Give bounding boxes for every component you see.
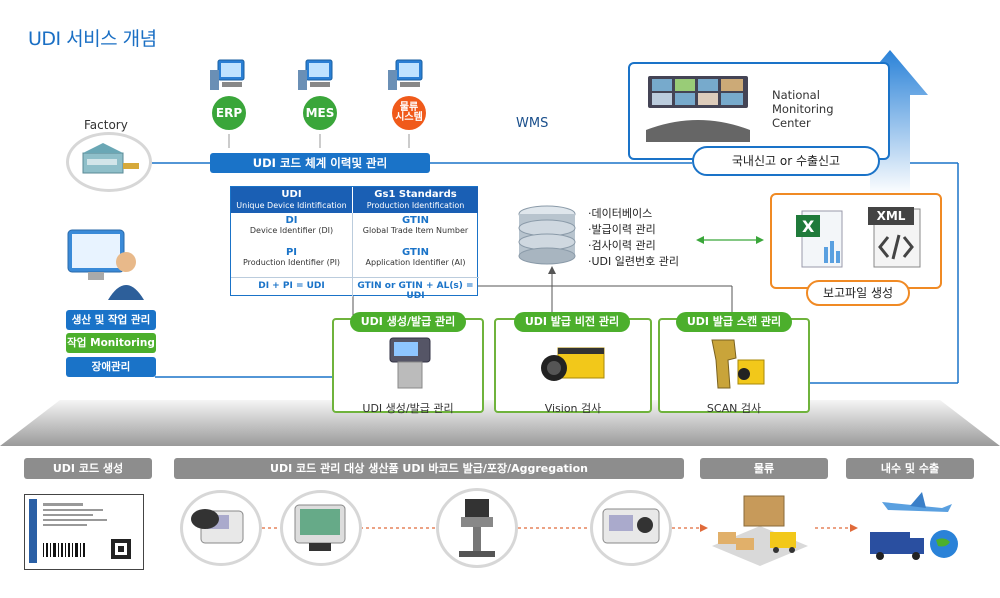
report-file-create-button[interactable]: 보고파일 생성 (806, 280, 910, 306)
udi-label-sample (24, 494, 144, 570)
national-monitoring-label: National Monitoring Center (772, 88, 834, 130)
work-monitoring-button[interactable]: 작업 Monitoring (66, 333, 156, 353)
factory-icon (66, 132, 152, 192)
erp-computer-icon (208, 58, 250, 94)
vision-camera-icon (541, 347, 605, 381)
monitoring-room-icon (646, 76, 750, 142)
production-work-management-button[interactable]: 생산 및 작업 관리 (66, 310, 156, 330)
process-code-generation: UDI 코드 생성 (24, 458, 152, 479)
table-divider (352, 213, 353, 297)
udi-issue-module-header[interactable]: UDI 생성/발급 관리 (350, 312, 466, 332)
patient-monitor-product-icon (280, 490, 362, 566)
logistics-warehouse-icon (708, 486, 812, 570)
national-report-button[interactable]: 국내신고 or 수출신고 (692, 146, 880, 176)
vision-module: Vision 검사 (494, 318, 652, 415)
logistics-computer-icon (386, 58, 428, 94)
module-caption: SCAN 검사 (706, 402, 762, 415)
process-aggregation: UDI 코드 관리 대상 생산품 UDI 바코드 발급/포장/Aggregati… (174, 458, 684, 479)
national-monitoring-panel: National Monitoring Center (628, 62, 890, 160)
process-logistics: 물류 (700, 458, 828, 479)
vision-module-header[interactable]: UDI 발급 비전 관리 (514, 312, 630, 332)
udi-code-history-bar[interactable]: UDI 코드 체계 이력및 관리 (210, 153, 430, 173)
database-item: ·발급이력 관리 (588, 223, 656, 236)
fault-management-button[interactable]: 장애관리 (66, 357, 156, 377)
database-item: ·검사이력 관리 (588, 239, 656, 252)
scan-module-header[interactable]: UDI 발급 스캔 관리 (676, 312, 792, 332)
gtin-formula: GTIN or GTIN + AL(s) = UDI (357, 281, 474, 301)
svg-text:X: X (802, 217, 815, 236)
mes-badge[interactable]: MES (303, 96, 337, 130)
udi-column-header: UDI Unique Device Idintification (231, 187, 352, 213)
scan-module: SCAN 검사 (658, 318, 810, 415)
bp-monitor-product-icon (180, 490, 262, 566)
database-item: ·UDI 일련번호 관리 (588, 255, 679, 268)
operator-workstation-icon (64, 226, 148, 300)
ultrasound-cart-product-icon (436, 488, 518, 568)
wms-label: WMS (516, 116, 549, 131)
barcode-scanner-icon (711, 339, 765, 389)
process-export: 내수 및 수출 (846, 458, 974, 479)
report-file-panel: X XML (770, 193, 942, 289)
xml-label: XML (876, 209, 906, 223)
logistics-system-badge[interactable]: 물류 시스템 (392, 96, 426, 130)
table-divider (231, 277, 479, 278)
erp-badge[interactable]: ERP (212, 96, 246, 130)
excel-file-icon: X (796, 210, 843, 268)
export-shipping-icon (852, 486, 972, 570)
database-item: ·데이터베이스 (588, 207, 653, 220)
mes-computer-icon (296, 58, 338, 94)
module-caption: Vision 검사 (544, 402, 602, 415)
udi-issue-module: UDI 생성/발급 관리 (332, 318, 484, 415)
page-title: UDI 서비스 개념 (28, 28, 157, 50)
printer-device-icon (389, 337, 431, 389)
udi-standards-table: UDI Unique Device Idintification Gs1 Sta… (230, 186, 479, 301)
factory-label: Factory (84, 118, 128, 132)
database-icon (518, 205, 576, 265)
database-feature-list: ·데이터베이스 ·발급이력 관리 ·검사이력 관리 ·UDI 일련번호 관리 (588, 206, 679, 270)
gs1-column-header: Gs1 Standards Production Identification (353, 187, 478, 213)
xml-file-icon (868, 207, 921, 268)
bp-monitor-packed-icon (590, 490, 672, 566)
udi-formula: DI + PI = UDI (258, 281, 325, 291)
module-caption: UDI 생성/발급 관리 (362, 402, 454, 415)
